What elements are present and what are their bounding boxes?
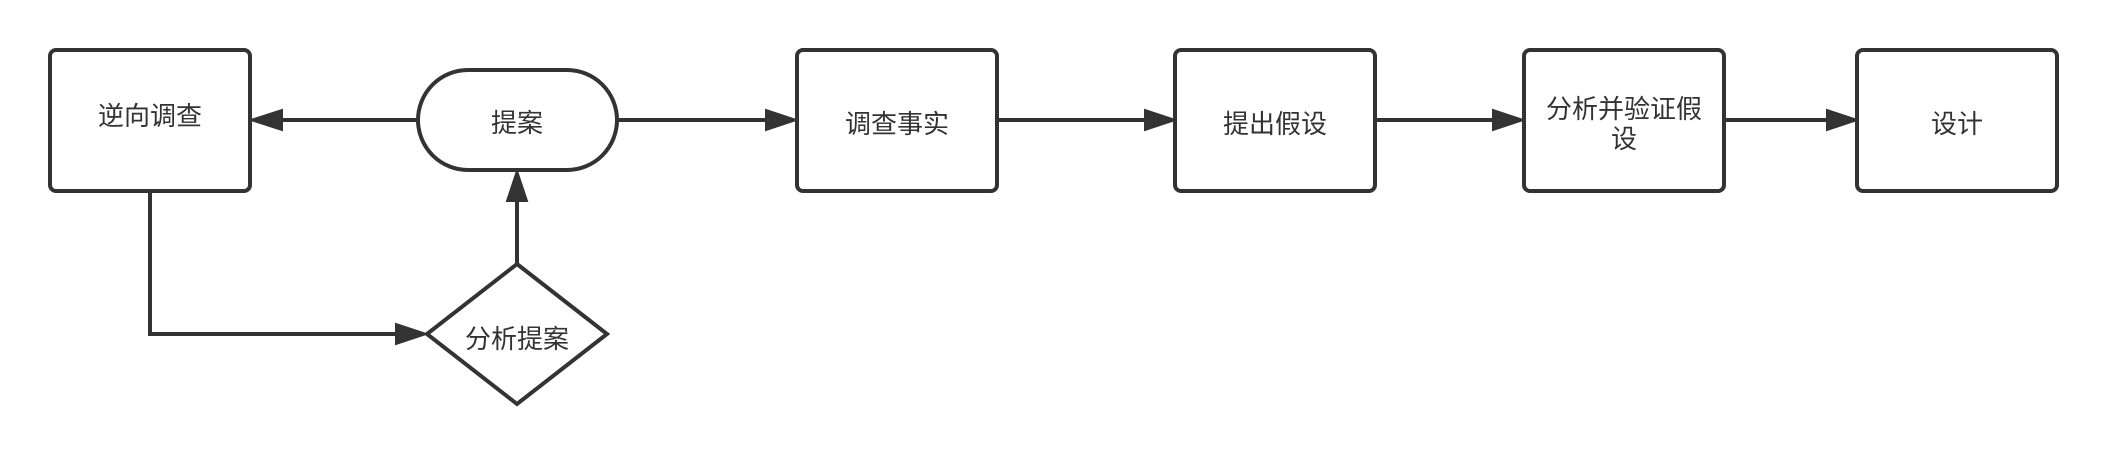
- node-proposal-box: [416, 68, 619, 172]
- node-reverse-investigation-label: 逆向调查: [98, 102, 202, 132]
- arrowhead-to-propose-hypothesis: [1144, 108, 1179, 132]
- node-propose-hypothesis-label: 提出假设: [1223, 110, 1327, 140]
- node-propose-hypothesis[interactable]: 提出假设: [1173, 48, 1377, 193]
- edge-reverse-investigation-to-analyze-proposal: [148, 191, 396, 336]
- node-design[interactable]: 设计: [1855, 48, 2059, 193]
- node-analyze-verify[interactable]: 分析并验证假 设: [1522, 48, 1726, 193]
- node-investigate-facts-label: 调查事实: [845, 110, 949, 140]
- node-investigate-facts[interactable]: 调查事实: [795, 48, 999, 193]
- arrowhead-to-design: [1826, 108, 1861, 132]
- arrowhead-to-analyze-proposal: [395, 322, 430, 346]
- arrowhead-to-investigate-facts: [765, 108, 800, 132]
- node-analyze-proposal-label: 分析提案: [465, 325, 569, 355]
- node-analyze-verify-label-line2: 设: [1611, 125, 1637, 155]
- node-reverse-investigation-box: [48, 48, 252, 193]
- arrowhead-to-analyze-verify: [1492, 108, 1527, 132]
- node-analyze-proposal[interactable]: 分析提案: [423, 261, 611, 407]
- node-design-box: [1855, 48, 2059, 193]
- node-reverse-investigation[interactable]: 逆向调查: [48, 48, 252, 193]
- node-analyze-proposal-diamond: [423, 261, 611, 407]
- arrowhead-to-reverse-investigation: [247, 108, 283, 132]
- node-investigate-facts-box: [795, 48, 999, 193]
- node-propose-hypothesis-box: [1173, 48, 1377, 193]
- node-analyze-verify-label-line1: 分析并验证假: [1546, 95, 1702, 125]
- arrowhead-to-proposal: [505, 167, 529, 202]
- node-design-label: 设计: [1931, 110, 1983, 140]
- node-proposal[interactable]: 提案: [416, 68, 619, 172]
- node-proposal-label: 提案: [491, 109, 543, 139]
- node-analyze-verify-box: [1522, 48, 1726, 193]
